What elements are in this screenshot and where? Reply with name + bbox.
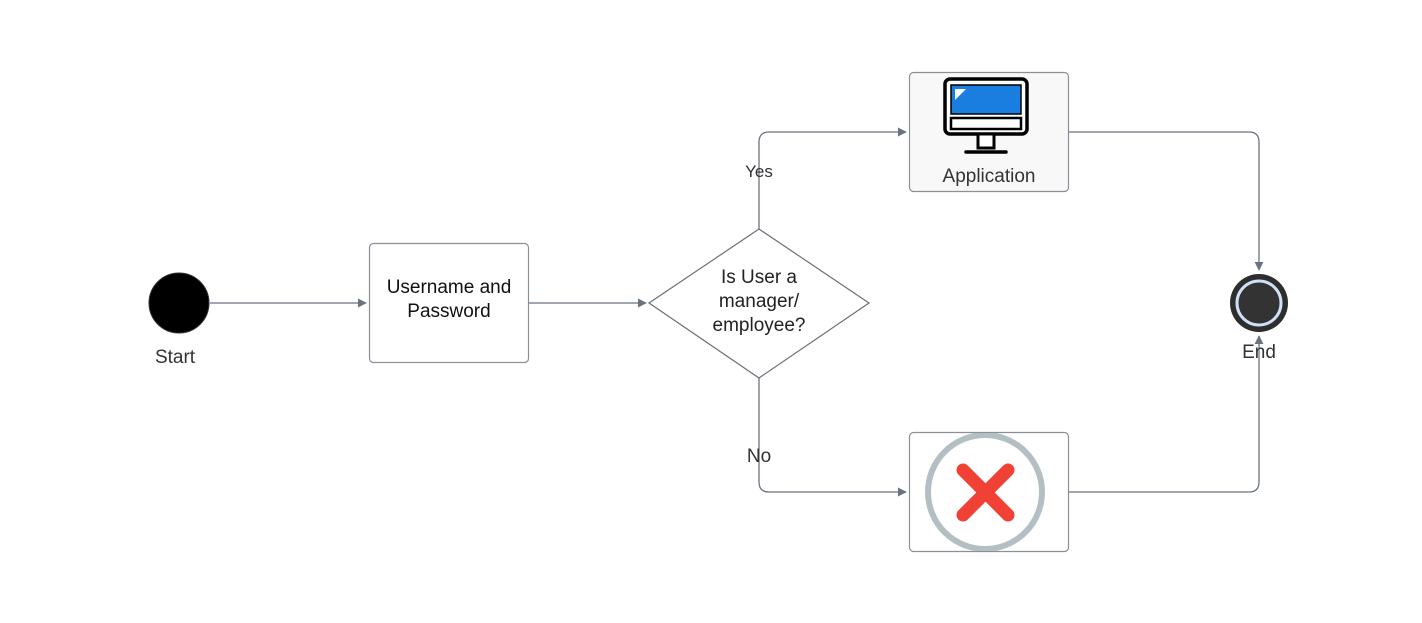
end-node[interactable] bbox=[1230, 274, 1288, 332]
end-label: End bbox=[1242, 342, 1276, 363]
no-edge-label: No bbox=[746, 446, 772, 467]
decision-node-label: Is User a manager/ employee? bbox=[679, 266, 839, 338]
decision-label-line3: employee? bbox=[712, 315, 806, 336]
decision-label-line2: manager/ bbox=[718, 291, 800, 312]
edge-decision-yes-to-application[interactable] bbox=[758, 127, 907, 229]
decision-label-line1: Is User a bbox=[720, 267, 798, 288]
start-label: Start bbox=[154, 347, 196, 368]
start-node[interactable] bbox=[148, 272, 210, 334]
login-label-line2: Password bbox=[407, 301, 491, 322]
yes-edge-label: Yes bbox=[745, 162, 773, 181]
login-label-line1: Username and bbox=[386, 277, 512, 298]
login-node-label: Username and Password bbox=[369, 276, 529, 324]
edge-decision-no-to-denied[interactable] bbox=[758, 378, 907, 497]
edge-application-to-end[interactable] bbox=[1069, 131, 1264, 271]
edge-denied-to-end[interactable] bbox=[1069, 335, 1264, 493]
login-node[interactable] bbox=[368, 242, 530, 364]
edges bbox=[210, 127, 1264, 497]
decision-node[interactable] bbox=[647, 228, 871, 379]
red-x-denied-icon bbox=[925, 433, 1045, 551]
computer-monitor-icon bbox=[943, 77, 1029, 154]
application-label: Application bbox=[942, 166, 1036, 187]
